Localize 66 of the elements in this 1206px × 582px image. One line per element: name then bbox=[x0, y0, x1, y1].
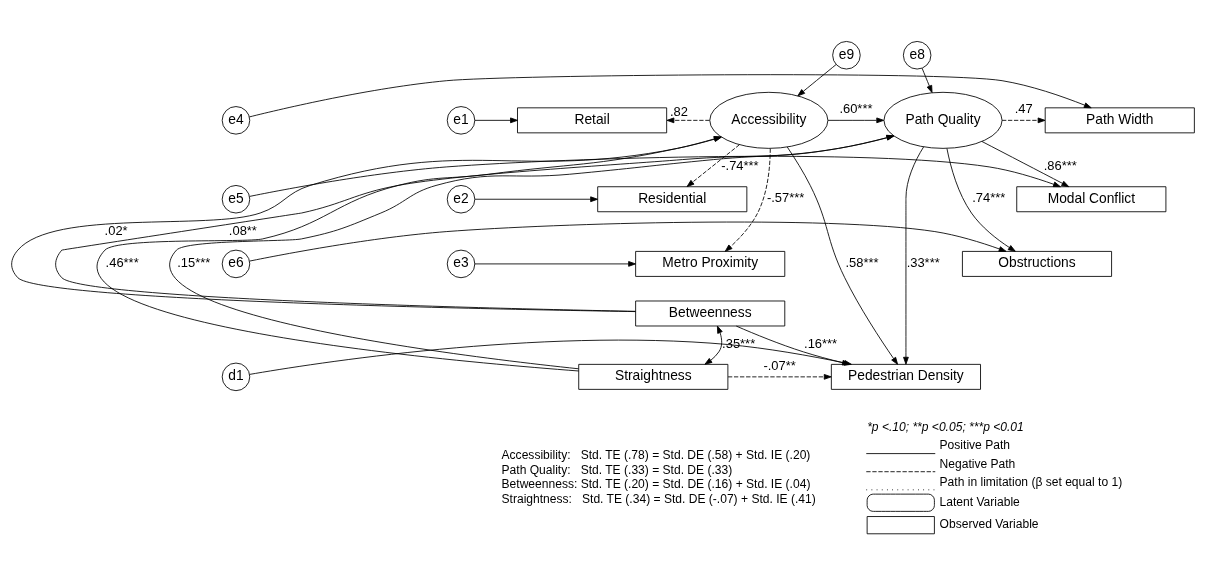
label: Path Quality: Std. TE (.33) = Std. DE (.33) bbox=[501, 462, 733, 477]
node-circle: e4 bbox=[221, 105, 251, 135]
node-box: Retail bbox=[517, 106, 668, 133]
arrow bbox=[249, 221, 1007, 261]
arrow bbox=[169, 134, 895, 369]
edge-label: .86*** bbox=[1043, 157, 1077, 173]
edge-label: .60*** bbox=[839, 100, 873, 116]
node-circle: e3 bbox=[446, 249, 476, 278]
node-box: Residential bbox=[597, 185, 748, 212]
legend-label: Observed Variable bbox=[939, 516, 1039, 531]
arrow bbox=[1001, 117, 1046, 123]
node-box: Betweenness bbox=[635, 300, 786, 326]
legend-label: Latent Variable bbox=[939, 494, 1020, 509]
label: Straightness: Std. TE (.34) = Std. DE (-.07) + Std. IE (.41) bbox=[501, 491, 816, 506]
edge-label: .74*** bbox=[972, 189, 1006, 205]
arrow bbox=[96, 135, 722, 371]
arrow bbox=[249, 155, 1061, 197]
edge-label: .58*** bbox=[845, 254, 879, 270]
edge-label: .08** bbox=[228, 222, 257, 238]
edge-label: .47 bbox=[1014, 100, 1033, 116]
arrow bbox=[474, 117, 518, 123]
node-circle: e2 bbox=[446, 184, 476, 213]
edge-label: .82 bbox=[669, 103, 688, 119]
node-box: Obstructions bbox=[962, 250, 1112, 277]
edge-label: -.57*** bbox=[766, 189, 805, 205]
node-ellipse: Accessibility bbox=[709, 91, 829, 149]
arrow bbox=[727, 373, 832, 380]
legend-label: Path in limitation (β set equal to 1) bbox=[939, 474, 1123, 489]
arrow bbox=[11, 135, 722, 312]
edge-label: .33*** bbox=[906, 254, 940, 270]
label: *p <.10; **p <0.05; ***p <0.01 bbox=[867, 418, 1024, 433]
label: Betweenness: Std. TE (.20) = Std. DE (.16) + Std. IE (.04) bbox=[501, 476, 811, 491]
node-box: Path Width bbox=[1044, 106, 1195, 133]
edge-label: .46*** bbox=[105, 254, 139, 270]
arrow bbox=[474, 260, 636, 267]
arrow bbox=[249, 73, 1092, 117]
node-circle: e5 bbox=[221, 184, 251, 213]
arrow bbox=[704, 325, 723, 365]
node-circle: e8 bbox=[902, 40, 932, 69]
arrow bbox=[474, 195, 598, 202]
arrow bbox=[981, 140, 1070, 187]
node-circle: d1 bbox=[221, 362, 251, 391]
arrow bbox=[946, 147, 1016, 252]
arrow bbox=[724, 147, 771, 252]
node-circle: e6 bbox=[221, 249, 251, 278]
arrow bbox=[666, 117, 710, 123]
label: Accessibility: Std. TE (.78) = Std. DE (.58) + Std. IE (.20) bbox=[501, 447, 811, 462]
legend-label: Negative Path bbox=[939, 456, 1016, 471]
node-circle: e1 bbox=[446, 105, 476, 135]
node-circle: e9 bbox=[832, 40, 861, 69]
arrow bbox=[921, 67, 933, 93]
node-box: Pedestrian Density bbox=[830, 363, 981, 390]
arrow bbox=[903, 145, 925, 365]
node-box: Metro Proximity bbox=[635, 250, 786, 277]
node-box: Modal Conflict bbox=[1016, 185, 1167, 212]
edge-label: .15*** bbox=[177, 254, 211, 270]
arrow bbox=[827, 117, 885, 123]
arrow bbox=[55, 134, 895, 312]
edge-label: -.74*** bbox=[721, 157, 759, 173]
edge-label: .16*** bbox=[804, 335, 838, 351]
node-box: Straightness bbox=[578, 363, 729, 390]
edge-label: -.07** bbox=[763, 357, 796, 373]
legend-label: Positive Path bbox=[939, 437, 1010, 452]
edge-label: .02* bbox=[104, 222, 128, 238]
arrow bbox=[686, 143, 740, 187]
arrow bbox=[797, 63, 837, 96]
